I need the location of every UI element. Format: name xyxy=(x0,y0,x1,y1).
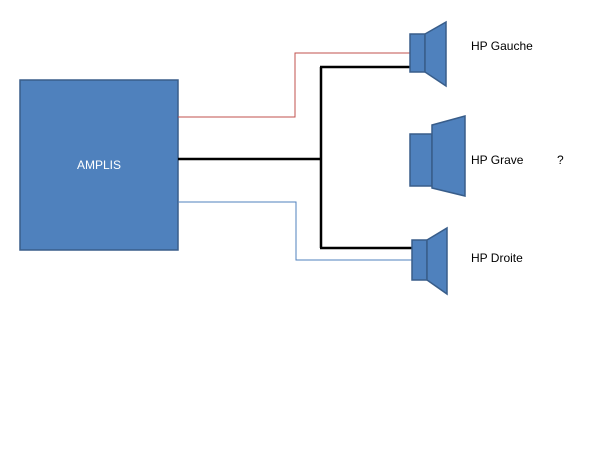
speaker-right-icon xyxy=(411,226,448,296)
speaker-sub-icon xyxy=(409,115,466,197)
speaker-right-label: HP Droite xyxy=(471,251,523,265)
speaker-sub-label: HP Grave xyxy=(471,153,524,167)
amplifier-label: AMPLIS xyxy=(76,158,121,172)
speaker-left-label: HP Gauche xyxy=(471,39,533,53)
amplifier-box xyxy=(19,79,179,251)
left-channel-wire xyxy=(178,52,412,118)
speaker-left-icon xyxy=(409,20,447,88)
right-channel-wire xyxy=(178,201,413,261)
speaker-sub-note: ? xyxy=(557,153,564,167)
